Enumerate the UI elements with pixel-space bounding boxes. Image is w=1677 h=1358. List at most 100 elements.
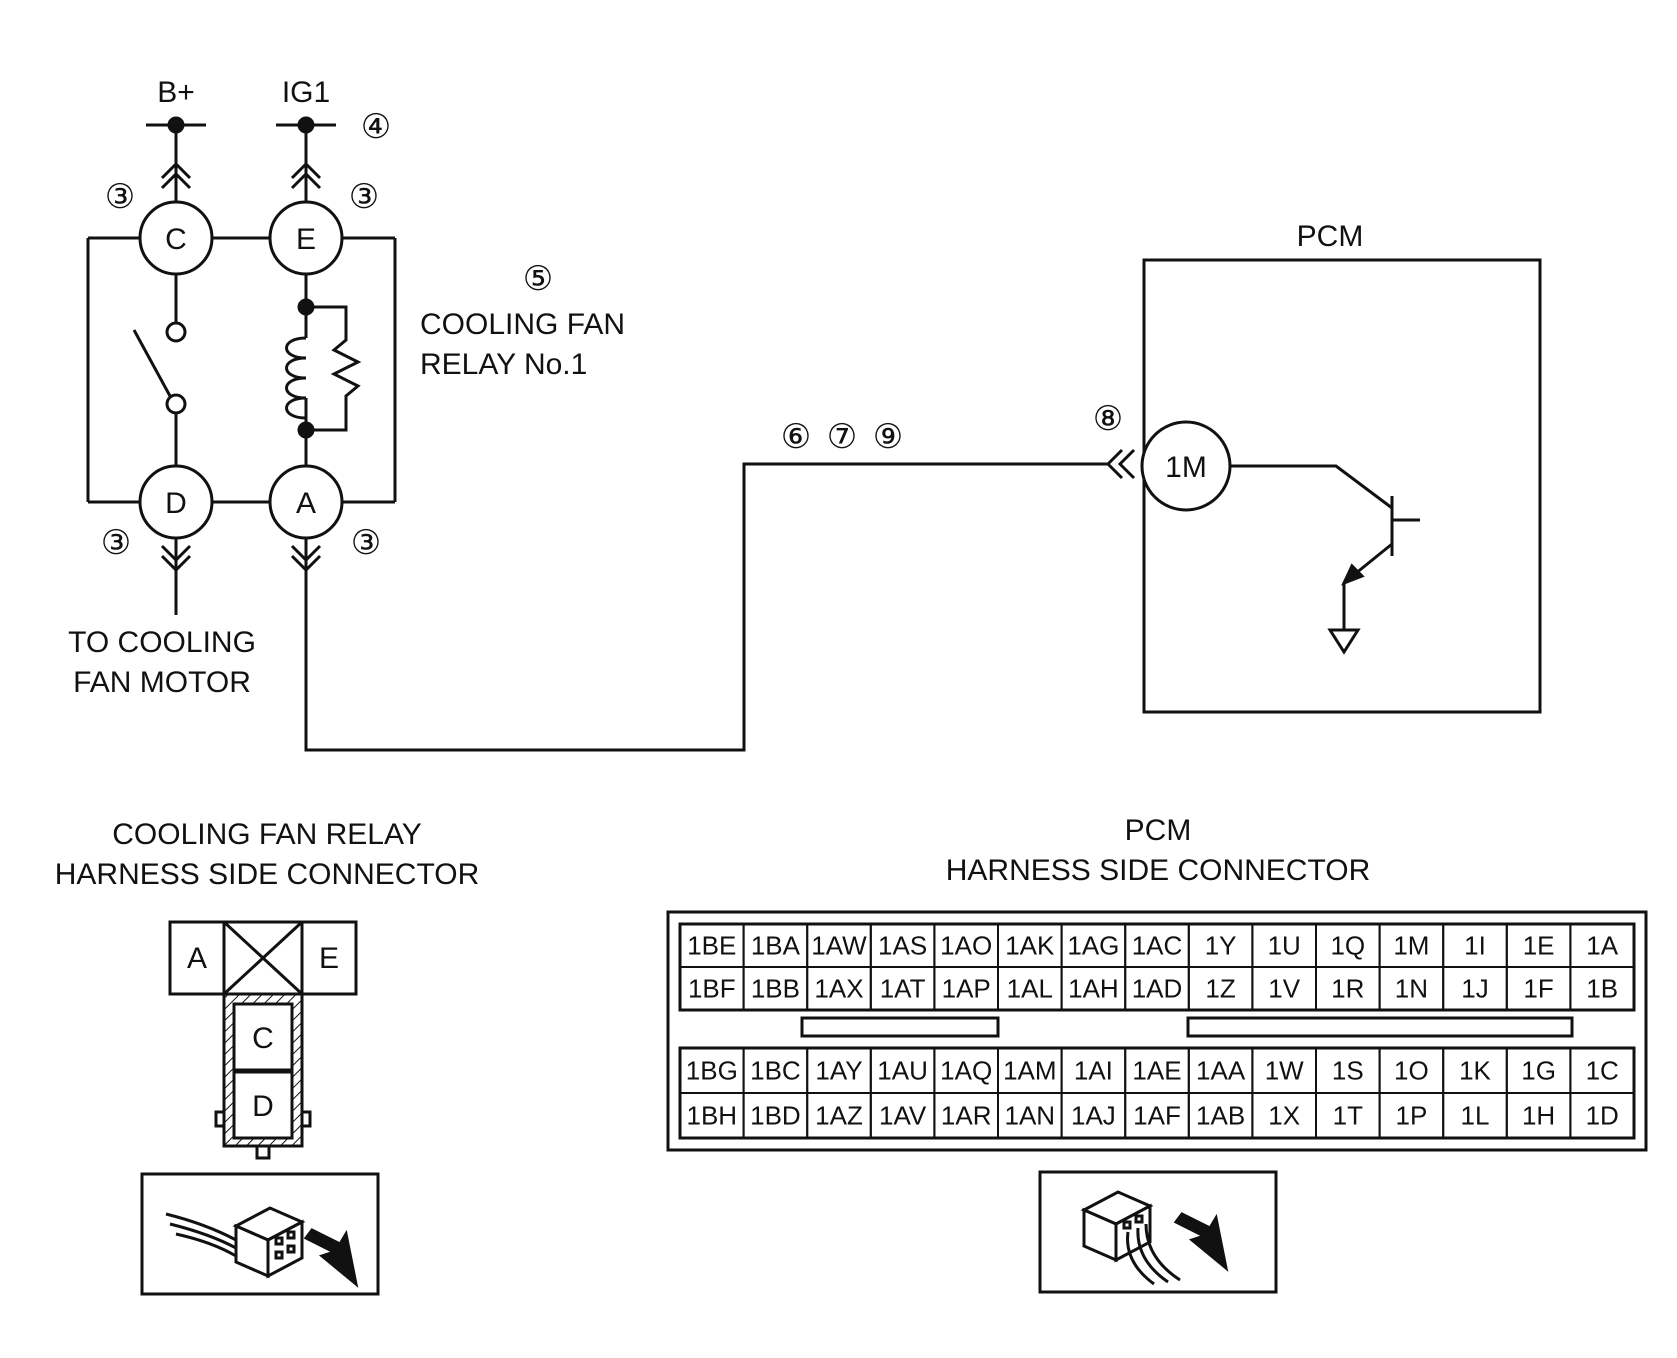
pcm-pin-label: 1F	[1523, 974, 1553, 1004]
relay-name-line1: COOLING FAN	[420, 308, 625, 341]
ground-icon	[1327, 628, 1361, 655]
pcm-terminal-1m-label: 1M	[1165, 451, 1207, 484]
pcm-pin-label: 1BH	[687, 1101, 738, 1131]
pcm-pin-cell	[1569, 1092, 1636, 1139]
motor-label-line2: FAN MOTOR	[73, 666, 251, 699]
pcm-pin-label: 1R	[1331, 974, 1364, 1004]
relay-terminal-a-label: A	[296, 487, 316, 520]
pcm-title: PCM	[1297, 220, 1364, 253]
pcm-pin-label: 1G	[1521, 1056, 1556, 1086]
pcm-pin-label: 1AL	[1007, 974, 1053, 1004]
pcm-pin-label: 1AA	[1196, 1056, 1246, 1086]
marker-3-a: ③	[351, 524, 381, 562]
pcm-pin-label: 1AC	[1132, 931, 1183, 961]
pcm-pin-label: 1K	[1459, 1056, 1491, 1086]
marker-8: ⑧	[1093, 400, 1123, 438]
pcm-connector-key-left	[800, 1016, 1000, 1038]
pcm-pin-label: 1Z	[1205, 974, 1235, 1004]
pcm-pin-label: 1B	[1586, 974, 1618, 1004]
marker-3-d: ③	[101, 524, 131, 562]
pcm-pin-label: 1S	[1332, 1056, 1364, 1086]
pcm-pin-label: 1AM	[1003, 1056, 1056, 1086]
relay-connector-cell-d	[232, 1070, 294, 1140]
pcm-pin-label: 1AW	[811, 931, 867, 961]
relay-connector-view-icon	[140, 1172, 380, 1296]
pcm-pin-label: 1AP	[942, 974, 991, 1004]
marker-3-e: ③	[349, 178, 379, 216]
pcm-pin-label: 1AV	[879, 1101, 927, 1131]
pcm-pin-label: 1U	[1268, 931, 1301, 961]
pcm-pin-label: 1C	[1586, 1056, 1619, 1086]
pcm-pin-label: 1V	[1268, 974, 1300, 1004]
connector-arrow-c	[160, 161, 192, 180]
switch-contact-bottom	[165, 393, 187, 415]
pcm-connector-outer	[666, 910, 1648, 1152]
pcm-pin-label: 1AK	[1005, 931, 1055, 961]
pcm-box	[1142, 258, 1542, 714]
relay-connector-label-e: E	[319, 942, 339, 975]
pcm-pin-label: 1O	[1394, 1056, 1429, 1086]
pcm-connector-title-line1: PCM	[1125, 814, 1192, 847]
pcm-pin-label: 1AJ	[1071, 1101, 1116, 1131]
relay-connector-title-line1: COOLING FAN RELAY	[112, 818, 422, 851]
pcm-pin-label: 1D	[1586, 1101, 1619, 1131]
pcm-block	[1140, 258, 1542, 714]
relay-connector-title-line2: HARNESS SIDE CONNECTOR	[55, 858, 480, 891]
pcm-pin-label: 1AS	[878, 931, 927, 961]
pcm-pin-label: 1Q	[1330, 931, 1365, 961]
marker-7: ⑦	[827, 418, 857, 456]
relay-circuit	[86, 116, 1136, 752]
relay-connector-label-a: A	[187, 942, 207, 975]
relay-connector-label-c: C	[252, 1022, 274, 1055]
pcm-pin-label: 1AO	[940, 931, 992, 961]
relay-terminal-d-label: D	[165, 487, 187, 520]
pcm-pin-label: 1AU	[877, 1056, 928, 1086]
relay-connector-cell-e	[300, 920, 358, 996]
pcm-connector-key-right	[1186, 1016, 1574, 1038]
pcm-pin-label: 1AX	[814, 974, 863, 1004]
pcm-pin-label: 1AR	[941, 1101, 992, 1131]
pcm-pin-label: 1AE	[1132, 1056, 1181, 1086]
pcm-pin-label: 1E	[1523, 931, 1555, 961]
pcm-pin-label: 1BD	[750, 1101, 801, 1131]
pcm-pin-label: 1A	[1586, 931, 1618, 961]
pcm-pin-label: 1AN	[1005, 1101, 1056, 1131]
marker-5: ⑤	[523, 260, 553, 298]
pcm-pin-label: 1AG	[1067, 931, 1119, 961]
pcm-pin-label: 1AT	[880, 974, 926, 1004]
connector-arrow-e	[290, 161, 322, 180]
ig1-label: IG1	[282, 76, 330, 109]
pcm-pin-label: 1J	[1461, 974, 1488, 1004]
pcm-pin-label: 1BA	[751, 931, 801, 961]
relay-name-line2: RELAY No.1	[420, 348, 587, 381]
motor-label-line1: TO COOLING	[68, 626, 256, 659]
ig1-junction	[297, 116, 315, 134]
view-direction-arrow-icon	[1173, 1212, 1229, 1272]
pcm-pin-label: 1T	[1333, 1101, 1363, 1131]
signal-wire-a-to-1m	[304, 462, 1110, 752]
pcm-pin-label: 1X	[1268, 1101, 1300, 1131]
relay-coil	[285, 336, 307, 420]
relay-terminal-c-label: C	[165, 223, 187, 256]
pcm-pin-label: 1AQ	[940, 1056, 992, 1086]
pcm-pin-label: 1I	[1464, 931, 1486, 961]
bplus-junction	[167, 116, 185, 134]
pcm-pin-label: 1BB	[751, 974, 800, 1004]
relay-switch-blade	[132, 329, 172, 397]
view-direction-arrow-icon	[303, 1228, 359, 1288]
pcm-connector-title-line2: HARNESS SIDE CONNECTOR	[946, 854, 1371, 887]
pcm-pin-label: 1AD	[1132, 974, 1183, 1004]
pcm-pin-label: 1AZ	[815, 1101, 863, 1131]
pcm-connector-view-icon	[1038, 1170, 1278, 1294]
pcm-pin-label: 1AY	[815, 1056, 862, 1086]
connector-arrow-d	[160, 544, 192, 563]
pcm-pin-label: 1BC	[750, 1056, 801, 1086]
pcm-pin-label: 1L	[1461, 1101, 1490, 1131]
bplus-label: B+	[157, 76, 195, 109]
pcm-pin-label: 1BF	[688, 974, 736, 1004]
pcm-pin-label: 1H	[1522, 1101, 1555, 1131]
pcm-pin-label: 1BE	[687, 931, 736, 961]
relay-connector-face	[168, 920, 358, 1160]
marker-6: ⑥	[781, 418, 811, 456]
